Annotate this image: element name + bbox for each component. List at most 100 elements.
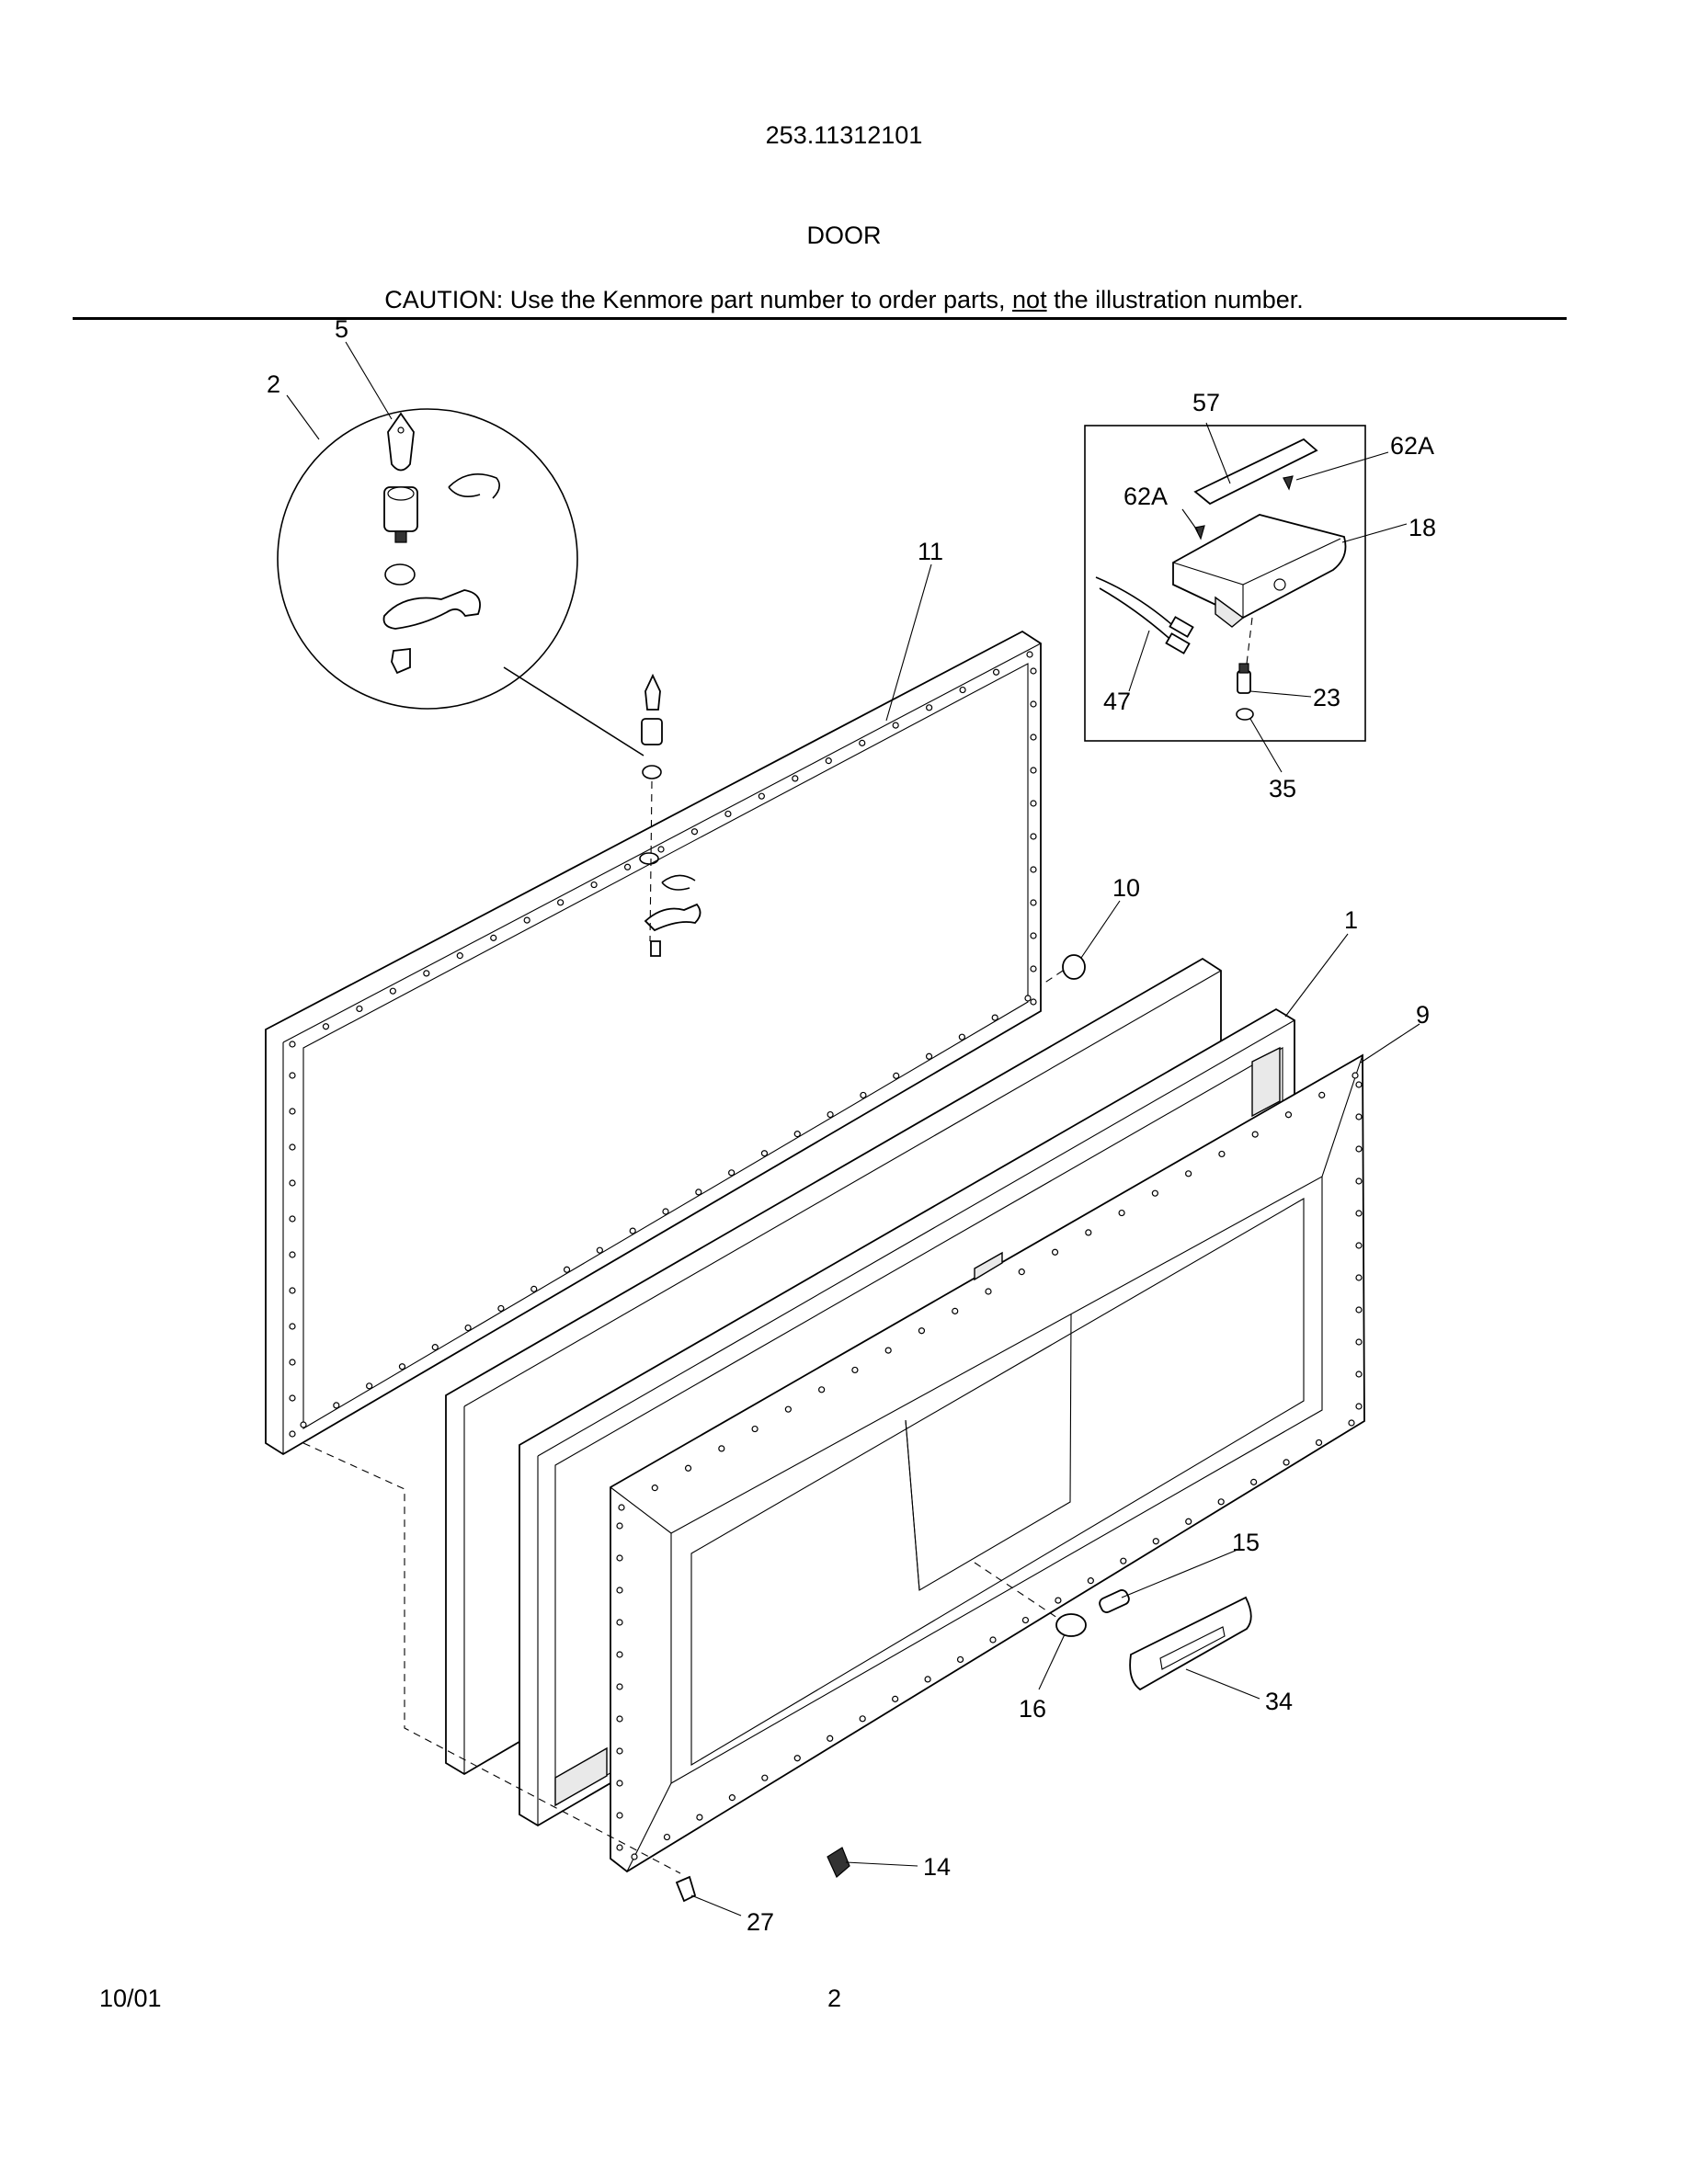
callout-10: 10 [1112,874,1140,902]
liner-rivet-hole [1318,1091,1326,1098]
liner-rivet-hole [859,1715,866,1723]
liner-rivet-hole [1118,1209,1125,1217]
gasket-rivet-hole [893,1072,900,1079]
callout-18: 18 [1409,514,1436,541]
gasket-rivet-hole [289,1072,296,1079]
callout-labels: 5 2 11 57 62A 62A 18 47 23 35 10 1 9 15 … [267,315,1436,1936]
gasket-rivet-hole [926,704,933,711]
callout-34: 34 [1265,1688,1293,1715]
gasket-rivet-hole [456,952,463,960]
gasket-rivet-hole [760,1150,769,1157]
footer-date: 10/01 [99,1985,162,2012]
callout-9: 9 [1416,1001,1430,1029]
liner-rivet-hole [1018,1268,1025,1276]
liner-rivet-hole [1217,1498,1225,1506]
gasket-rivet-hole [289,1394,296,1402]
section-title: DOOR [806,222,882,249]
footer-page-number: 2 [827,1985,842,2012]
gasket-rivet-hole [859,739,866,746]
liner-rivet-hole [827,1735,834,1742]
liner-rivet-hole [728,1794,736,1802]
header-rule [73,317,1567,320]
gasket-rivet-hole [596,1246,603,1254]
callout-57: 57 [1192,389,1220,416]
liner-rivet-hole [924,1676,931,1683]
liner-rivet-hole [1120,1557,1127,1564]
callout-62a-right: 62A [1390,432,1434,460]
wire-harness-part [1095,576,1194,654]
liner-rivet-hole [851,1366,859,1374]
gasket-rivet-hole [289,1287,296,1294]
gasket-rivet-hole [423,970,430,977]
callout-5: 5 [335,315,348,343]
liner-rivet-hole [985,1288,992,1295]
liner-rivet-hole [618,1504,625,1511]
gasket-rivet-hole [728,1169,736,1177]
gasket-rivet-hole [758,792,765,800]
liner-rivet-hole [616,1554,623,1562]
gasket-rivet-hole [992,668,1000,676]
gasket-rivet-hole [289,1143,296,1151]
liner-rivet-hole [1355,1274,1363,1281]
liner-rivet-hole [1348,1419,1355,1427]
gasket-rivet-hole [1030,767,1037,774]
push-pin-part [675,1875,697,1903]
liner-rivet-hole [1355,1242,1363,1249]
liner-rivet-hole [616,1522,623,1530]
gasket-rivet-hole [289,1251,296,1258]
liner-rivet-hole [616,1683,623,1690]
liner-rivet-hole [751,1425,758,1433]
liner-rivet-hole [1355,1177,1363,1185]
gasket-rivet-hole [289,1323,296,1330]
gasket-rivet-hole [557,899,565,906]
liner-rivet-hole [1152,1538,1159,1545]
liner-rivet-hole [892,1695,899,1702]
liner-rivet-hole [1055,1597,1062,1604]
callout-2: 2 [267,370,280,398]
liner-rivet-hole [684,1464,692,1472]
caution-note: CAUTION: Use the Kenmore part number to … [0,286,1688,314]
liner-rivet-hole [1355,1403,1363,1410]
lock-screw-part [391,647,411,675]
callout-27: 27 [747,1908,774,1936]
liner-rivet-hole [1284,1111,1293,1119]
caution-suffix: the illustration number. [1046,286,1304,313]
inner-door-liner [610,1053,1365,1873]
gasket-rivet-hole [523,916,530,924]
liner-rivet-hole [651,1484,658,1492]
gasket-rivet-hole [563,1266,571,1273]
washer-part [1236,708,1254,721]
gasket-rivet-hole [1030,866,1037,873]
lock-latch-part [382,589,481,630]
liner-rivet-hole [616,1812,623,1819]
liner-rivet-hole [1352,1072,1359,1079]
gasket-rivet-hole [825,757,832,765]
gasket-rivet-hole [793,1131,801,1138]
gasket-rivet-hole [1030,965,1037,973]
liner-rivet-hole [1250,1478,1258,1485]
liner-rivet-hole [952,1307,959,1314]
gasket-rivet-hole [1030,833,1037,840]
liner-rivet-hole [663,1833,671,1841]
gasket-rivet-hole [827,1110,834,1119]
gasket-rivet-hole [623,863,632,870]
gasket-rivet-hole [959,686,966,694]
callout-62a-left: 62A [1123,483,1168,510]
liner-rivet-hole [1355,1113,1363,1120]
liner-rivet-hole [956,1655,964,1664]
thermostat-knob-part [974,1562,1130,1637]
door-lock-exploded [639,673,701,957]
liner-rivet-hole [1355,1081,1363,1088]
liner-rivet-hole [989,1636,997,1644]
gasket-rivet-hole [590,881,598,889]
liner-rivet-hole [616,1651,623,1658]
gasket-rivet-hole [322,1023,330,1030]
gasket-rivet-hole [690,828,699,836]
gasket-rivet-hole [892,722,899,729]
liner-rivet-hole [1315,1439,1323,1447]
callout-15: 15 [1232,1529,1260,1556]
liner-rivet-hole [761,1774,769,1781]
gasket-rivet-hole [1030,932,1037,939]
callout-1: 1 [1344,906,1358,934]
